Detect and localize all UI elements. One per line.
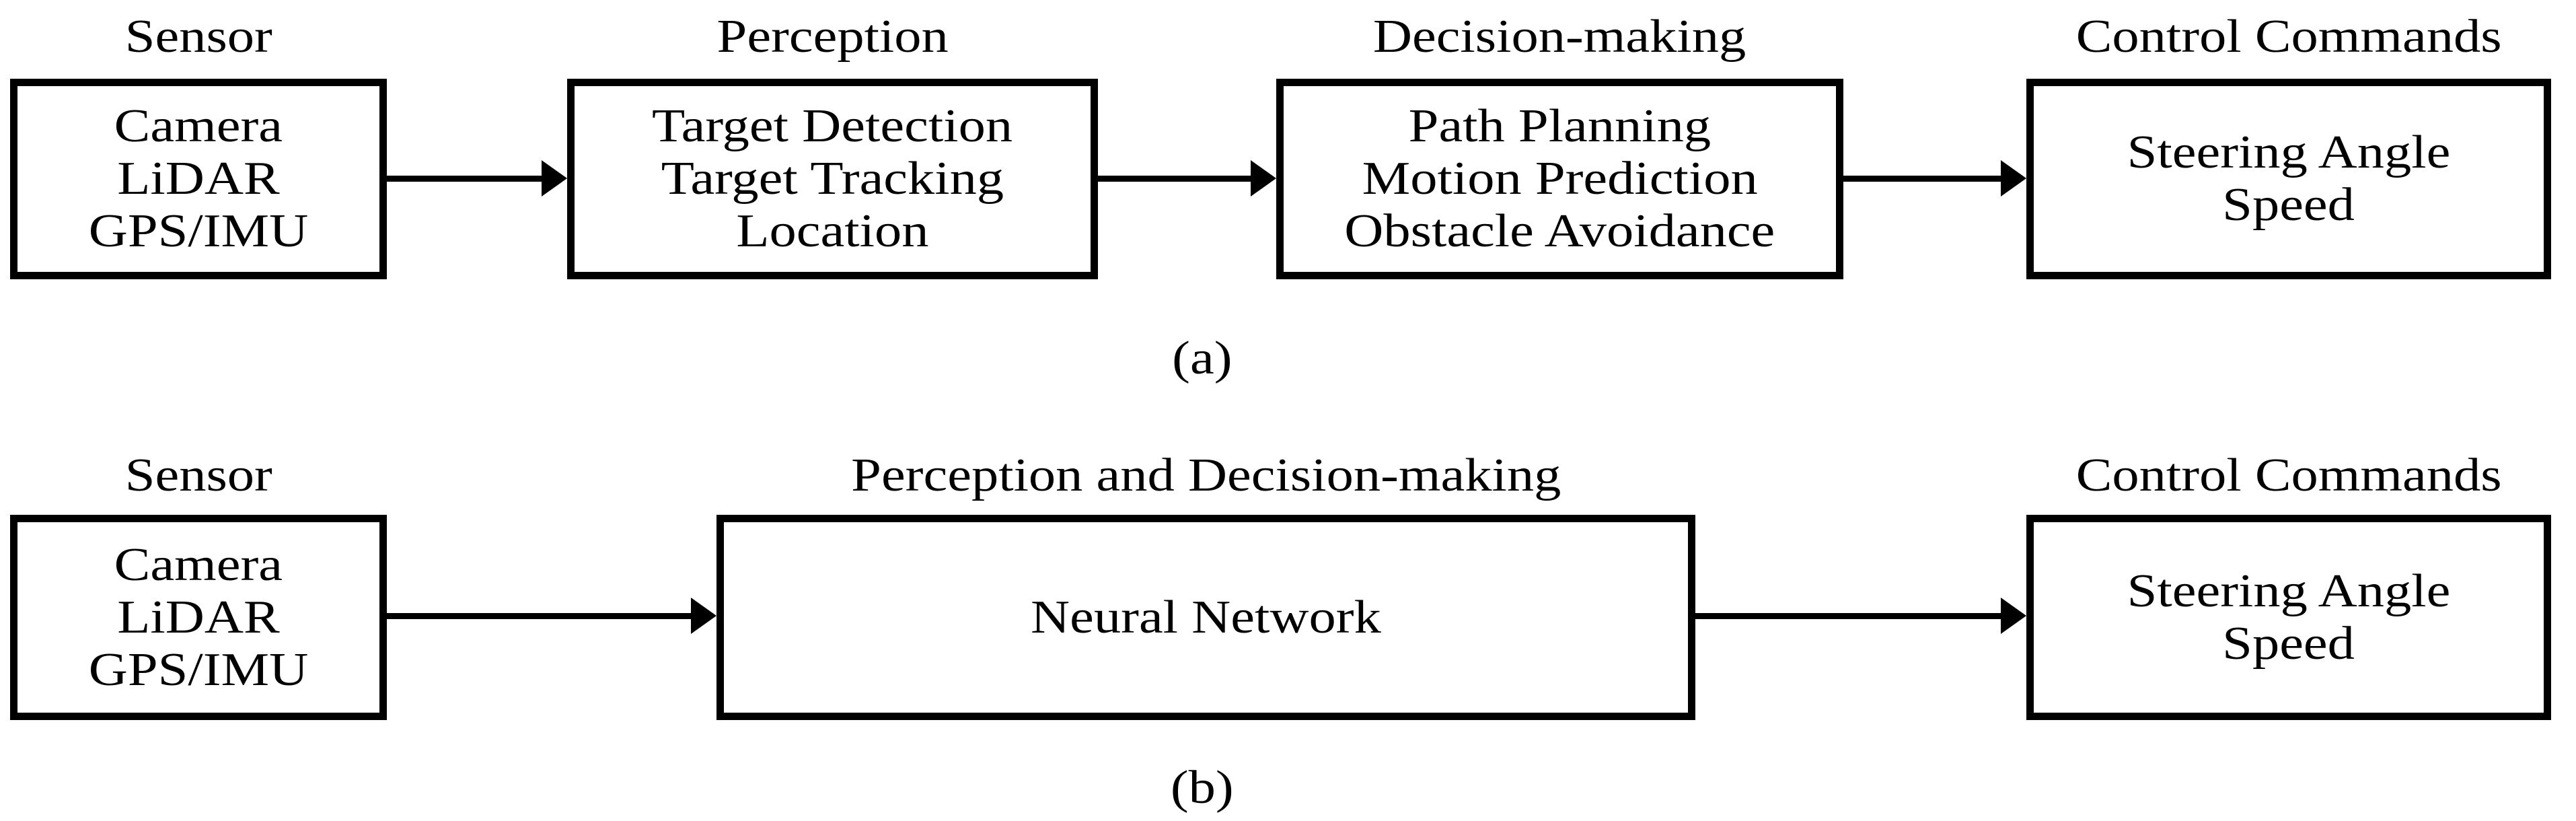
box-item: Neural Network xyxy=(1031,591,1381,643)
arrow-a2-head-icon xyxy=(1251,160,1276,197)
box-item: Camera xyxy=(114,100,283,152)
box-item: Motion Prediction xyxy=(1362,153,1758,205)
stage-label-sensor-b: Sensor xyxy=(10,450,387,502)
stage-label-text: Sensor xyxy=(124,11,272,63)
stage-label-text: Sensor xyxy=(124,450,272,501)
arrow-a3-head-icon xyxy=(2001,160,2026,197)
arrow-b2-line xyxy=(1695,613,2005,619)
box-item: Location xyxy=(736,205,929,257)
stage-label-text: Perception xyxy=(716,11,949,63)
box-item: Target Detection xyxy=(652,100,1013,152)
arrow-a2-line xyxy=(1098,176,1254,182)
box-item: Speed xyxy=(2222,179,2355,231)
box-item: Target Tracking xyxy=(661,153,1004,205)
sensor-box-a: Camera LiDAR GPS/IMU xyxy=(10,79,387,279)
stage-label-control-commands-a: Control Commands xyxy=(2026,11,2551,63)
box-item: Speed xyxy=(2222,617,2355,670)
stage-label-sensor-a: Sensor xyxy=(10,11,387,63)
stage-label-text: Decision-making xyxy=(1373,11,1746,63)
box-item: LiDAR xyxy=(117,591,280,643)
stage-label-decision-making: Decision-making xyxy=(1276,11,1843,63)
sensor-box-b: Camera LiDAR GPS/IMU xyxy=(10,515,387,720)
perception-box: Target Detection Target Tracking Locatio… xyxy=(567,79,1098,279)
stage-label-perception: Perception xyxy=(567,11,1098,63)
caption-b: (b) xyxy=(1171,762,1234,814)
arrow-b1-head-icon xyxy=(691,598,716,634)
stage-label-perception-and-decision-making: Perception and Decision-making xyxy=(716,450,1695,502)
arrow-b2-head-icon xyxy=(2001,598,2026,634)
box-item: GPS/IMU xyxy=(88,643,309,696)
stage-label-control-commands-b: Control Commands xyxy=(2026,450,2551,502)
box-item: LiDAR xyxy=(117,153,280,205)
arrow-b1-line xyxy=(387,613,698,619)
arrow-a1-line xyxy=(387,176,548,182)
stage-label-text: Perception and Decision-making xyxy=(850,450,1561,501)
control-commands-box-b: Steering Angle Speed xyxy=(2026,515,2551,720)
box-item: GPS/IMU xyxy=(88,205,309,257)
caption-a: (a) xyxy=(1172,332,1232,384)
control-commands-box-a: Steering Angle Speed xyxy=(2026,79,2551,279)
box-item: Steering Angle xyxy=(2127,127,2451,178)
stage-label-text: Control Commands xyxy=(2075,11,2502,63)
neural-network-box: Neural Network xyxy=(716,515,1695,720)
arrow-a3-line xyxy=(1843,176,2005,182)
decision-making-box: Path Planning Motion Prediction Obstacle… xyxy=(1276,79,1843,279)
box-item: Path Planning xyxy=(1408,100,1712,152)
box-item: Steering Angle xyxy=(2127,565,2451,617)
arrow-a1-head-icon xyxy=(542,160,567,197)
stage-label-text: Control Commands xyxy=(2075,450,2502,501)
box-item: Obstacle Avoidance xyxy=(1344,205,1775,257)
box-item: Camera xyxy=(114,538,283,591)
